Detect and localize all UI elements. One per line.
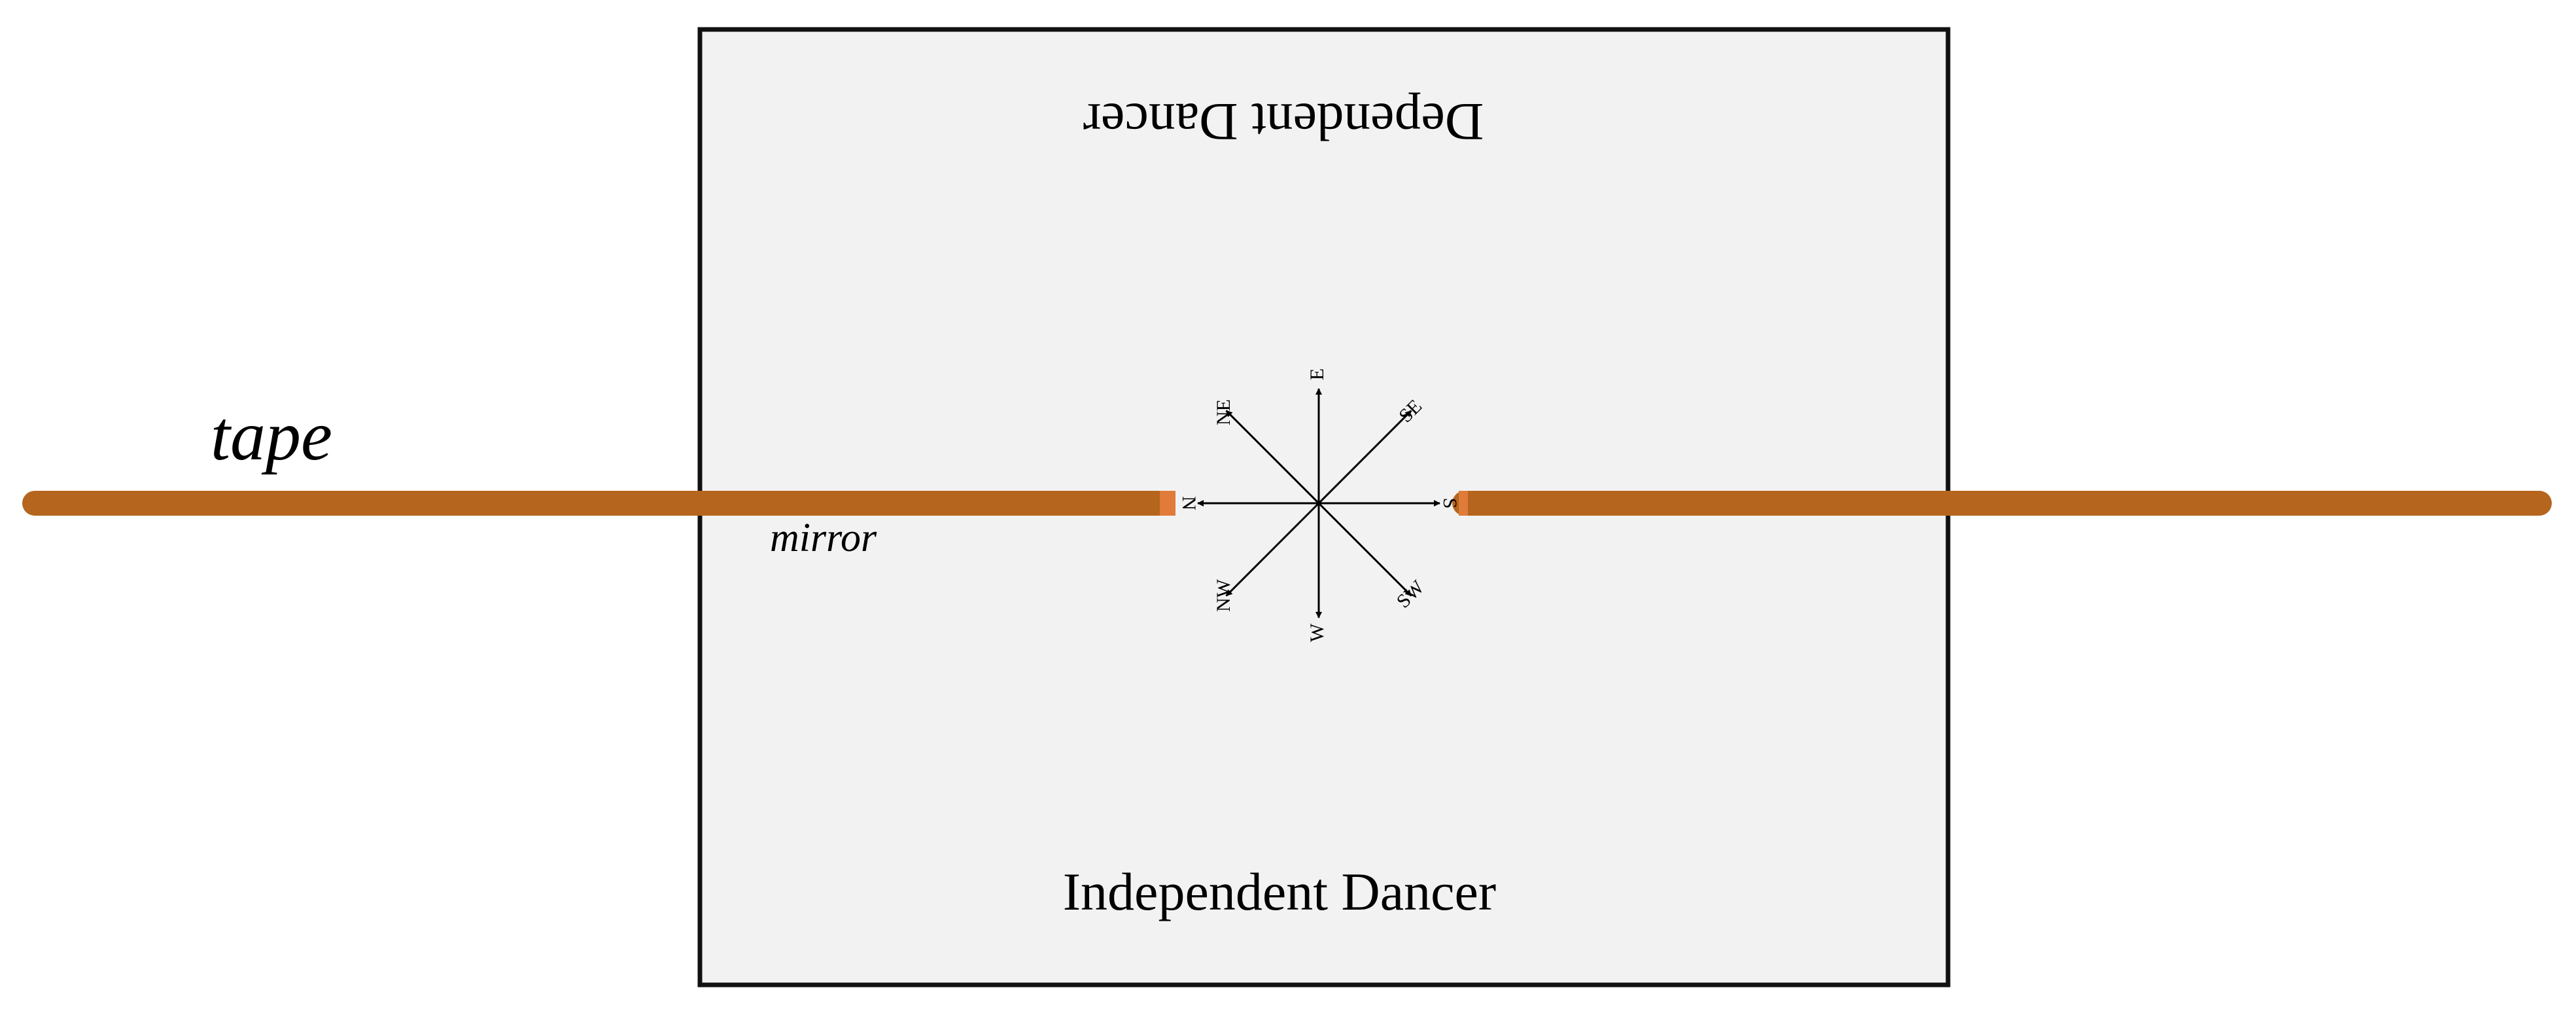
tape-label: tape bbox=[211, 397, 332, 475]
compass-label-e: E bbox=[1306, 368, 1328, 380]
compass-arrow-se bbox=[1317, 410, 1412, 505]
compass-arrow-sw bbox=[1317, 502, 1412, 597]
tape-left-end-highlight bbox=[1160, 491, 1175, 516]
compass-label-nw: NW bbox=[1213, 578, 1234, 612]
compass-arrow-ne bbox=[1225, 410, 1320, 505]
compass-label-s: S bbox=[1439, 498, 1461, 509]
compass-label-w: W bbox=[1306, 623, 1328, 642]
compass-label-ne: NE bbox=[1213, 399, 1234, 425]
mirror-label: mirror bbox=[770, 516, 877, 560]
compass-label-n: N bbox=[1178, 496, 1200, 510]
compass-arrow-nw bbox=[1225, 502, 1320, 597]
dependent-dancer-label: Dependent Dancer bbox=[1083, 92, 1484, 152]
tape-right-end-highlight bbox=[1459, 491, 1468, 516]
independent-dancer-label: Independent Dancer bbox=[1063, 862, 1497, 921]
